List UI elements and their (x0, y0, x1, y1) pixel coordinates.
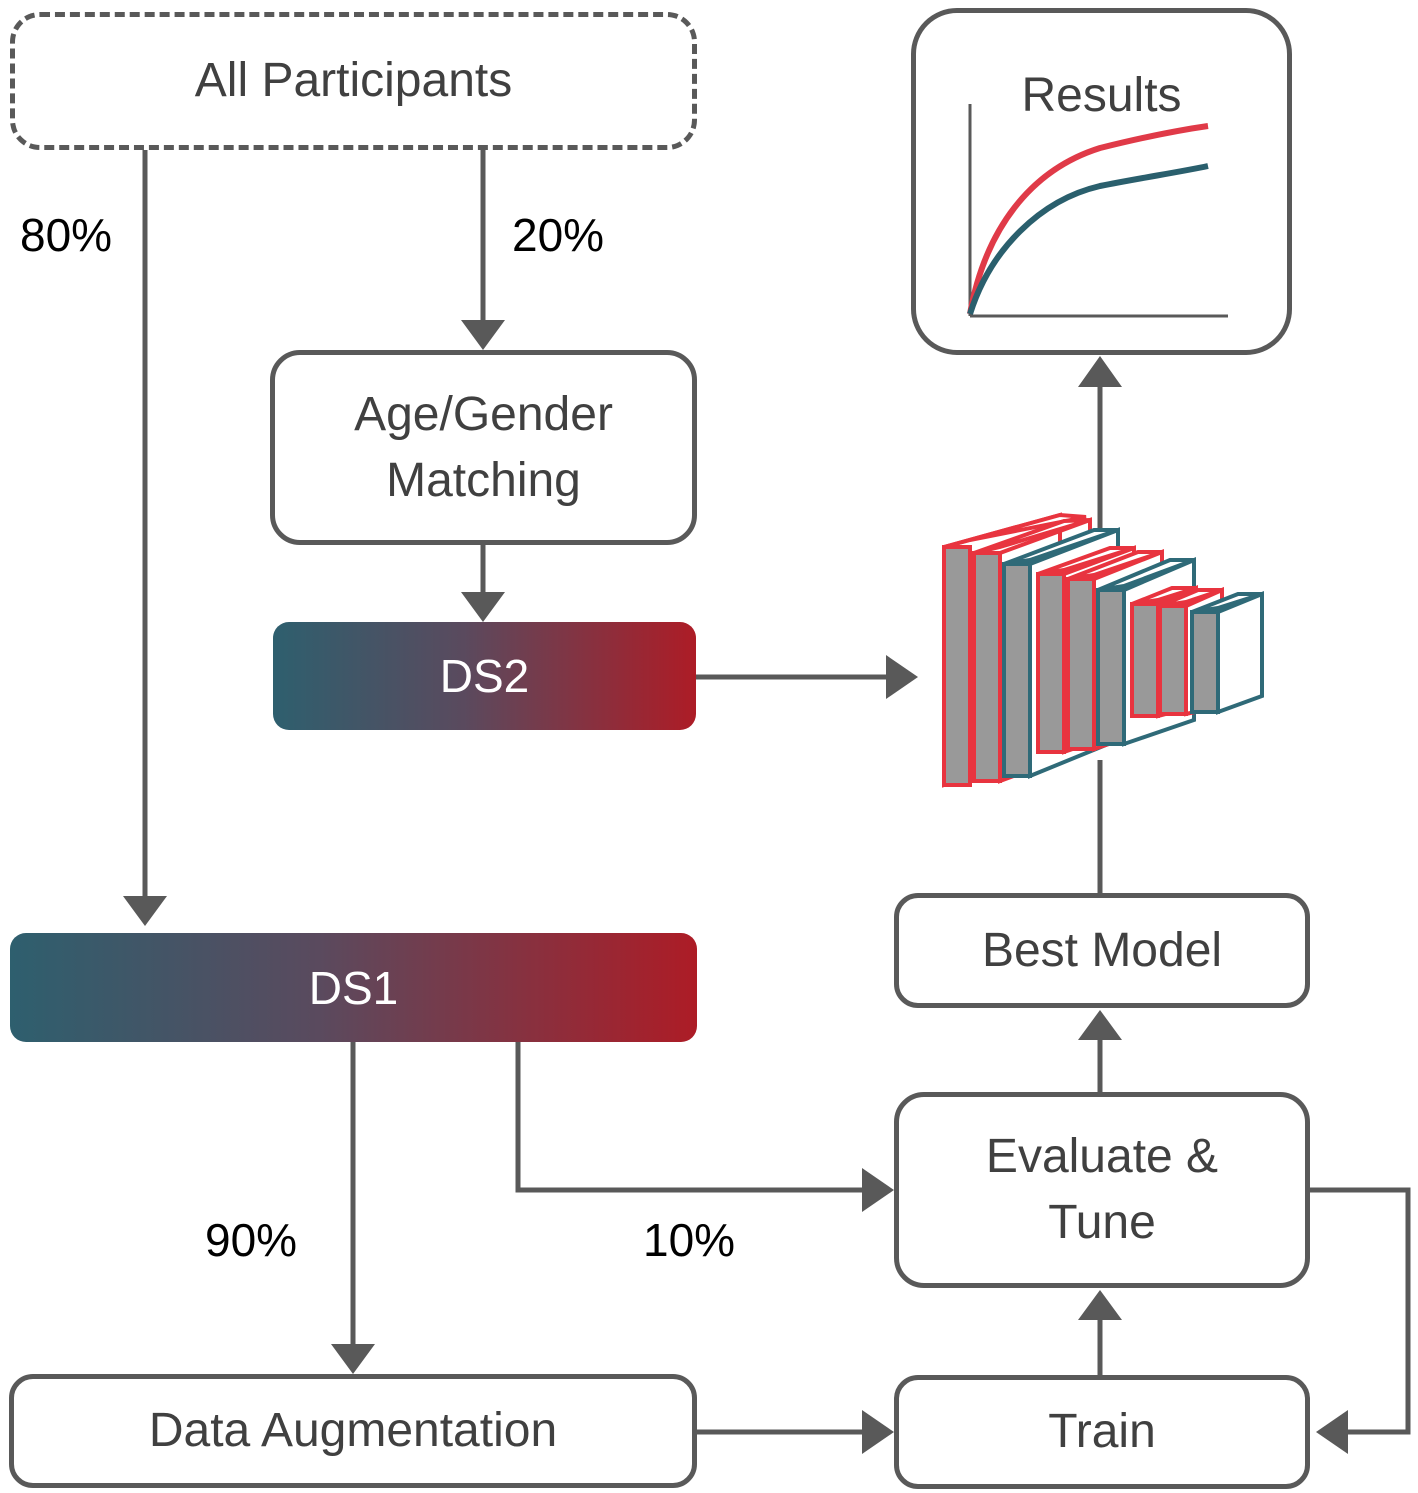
connectors (142, 150, 1411, 1435)
arrowhead-best-up (1078, 1010, 1122, 1040)
data-augmentation-node[interactable]: Data Augmentation (9, 1374, 697, 1488)
best-model-label: Best Model (981, 923, 1223, 977)
split-90-label: 90% (205, 1214, 298, 1266)
results-label: Results (1021, 69, 1182, 122)
age-gender-matching-label: Age/Gender Matching (354, 387, 613, 507)
arrow-ds1-to-evaluate (515, 1042, 864, 1193)
arrowhead-evaluate-up (1078, 1290, 1122, 1320)
chart-curve-red (967, 123, 1209, 315)
data-augmentation-label: Data Augmentation (148, 1404, 558, 1457)
arrow-evaluate-to-train-loop (1310, 1187, 1411, 1435)
ds2-node[interactable]: DS2 (273, 622, 696, 730)
evaluate-tune-label: Evaluate & Tune (985, 1130, 1219, 1249)
ds1-node[interactable]: DS1 (10, 933, 697, 1042)
all-participants-node[interactable]: All Participants (10, 12, 697, 150)
cnn-layers-icon (942, 512, 1264, 788)
arrowhead-results-up (1078, 356, 1122, 387)
split-20-label: 20% (512, 209, 605, 261)
cnn-block (1130, 584, 1264, 719)
arrowhead-model-in (886, 655, 918, 699)
chart-curve-teal (967, 163, 1209, 315)
best-model-node[interactable]: Best Model (894, 893, 1310, 1008)
split-80-label: 80% (20, 209, 113, 261)
evaluate-tune-node[interactable]: Evaluate & Tune (894, 1092, 1310, 1288)
arrowhead-ds1 (123, 896, 167, 926)
arrowhead-train-loop (1316, 1410, 1348, 1454)
ds2-label: DS2 (439, 650, 530, 702)
all-participants-label: All Participants (194, 54, 513, 107)
arrowhead-matching (461, 320, 505, 350)
train-node[interactable]: Train (894, 1375, 1310, 1489)
ds1-label: DS1 (308, 961, 399, 1014)
arrowhead-augmentation (331, 1344, 375, 1374)
arrowhead-evaluate-in (862, 1168, 894, 1212)
split-10-label: 10% (643, 1214, 736, 1266)
arrowhead-ds2 (461, 592, 505, 622)
line-chart-icon (967, 104, 1228, 318)
results-node[interactable]: Results (911, 8, 1292, 355)
age-gender-matching-node[interactable]: Age/Gender Matching (270, 350, 697, 545)
train-label: Train (1048, 1405, 1156, 1458)
arrowheads (123, 320, 1348, 1454)
arrowhead-train-in (862, 1410, 894, 1454)
